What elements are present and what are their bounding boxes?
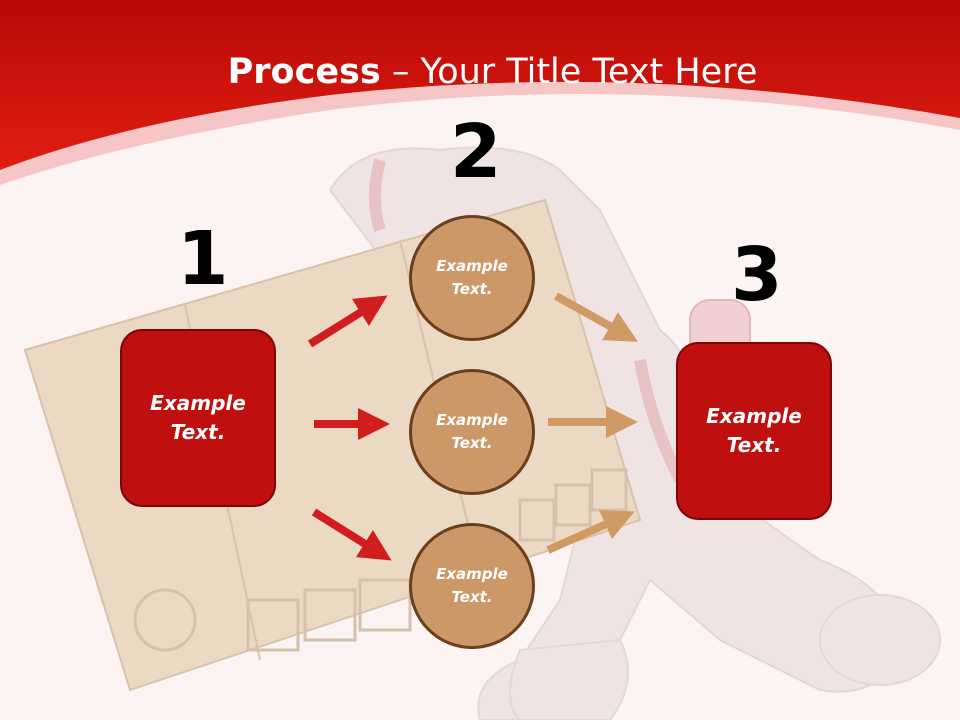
circle-bottom-line1: Example xyxy=(436,565,508,583)
step-1-text-line1: Example xyxy=(150,391,246,415)
step-3-box: Example Text. xyxy=(676,342,832,520)
step-2-circle-middle: Example Text. xyxy=(409,369,535,495)
step-3-text-line1: Example xyxy=(706,404,802,428)
step-2-circle-bottom: Example Text. xyxy=(409,523,535,649)
arrow-1-to-2-bottom xyxy=(311,508,392,561)
arrow-1-to-2-top xyxy=(307,295,388,348)
header-band xyxy=(0,0,960,185)
circle-middle-line1: Example xyxy=(436,411,508,429)
slide-title: Process – Your Title Text Here xyxy=(0,52,960,92)
arrow-2-to-3-bottom xyxy=(546,509,635,554)
step-1-box: Example Text. xyxy=(120,329,276,507)
title-rest: – Your Title Text Here xyxy=(380,52,758,92)
circle-bottom-line2: Text. xyxy=(451,588,493,606)
step-number-3: 3 xyxy=(731,232,783,318)
step-2-circle-top: Example Text. xyxy=(409,215,535,341)
step-3-text-line2: Text. xyxy=(726,433,782,457)
title-bold: Process xyxy=(227,52,381,92)
arrow-2-to-3-top xyxy=(554,292,638,342)
circle-top-line2: Text. xyxy=(451,280,493,298)
circle-top-line1: Example xyxy=(436,257,508,275)
step-1-text-line2: Text. xyxy=(170,420,226,444)
step-number-1: 1 xyxy=(177,216,229,302)
circle-middle-line2: Text. xyxy=(451,434,493,452)
step-number-2: 2 xyxy=(450,109,502,195)
